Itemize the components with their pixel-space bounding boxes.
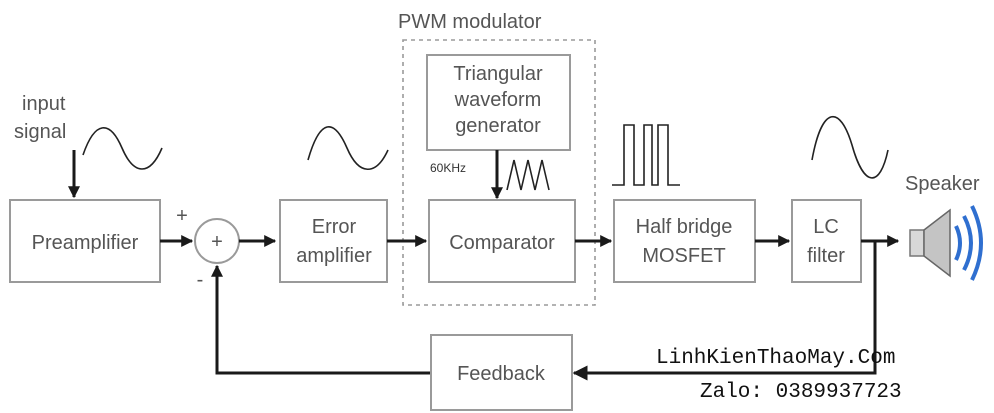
input-label-line2: signal [14,121,66,143]
feedback-to-summer-wire [211,264,431,375]
error-amplifier-label-line1: Error [312,216,357,238]
watermark-line2: Zalo: 0389937723 [700,381,902,404]
pwm-modulator-frame [402,39,596,306]
triangular-generator-block [426,54,571,151]
error-amplifier-label-line2: amplifier [296,245,372,267]
triangular-generator-label-line1: Triangular [453,63,543,85]
pwm-modulator-label: PWM modulator [398,11,542,33]
summing-junction-symbol: + [211,231,223,253]
summer-minus-sign: - [197,269,204,291]
triangle-waveform [506,159,550,191]
comparator-label: Comparator [449,232,555,254]
feedback-return-wire [572,241,877,381]
feedback-block [430,334,573,411]
watermark-line1: LinhKienThaoMay.Com [656,347,895,370]
mosfet-label-line1: Half bridge [636,216,733,238]
frequency-label: 60KHz [430,161,466,175]
error-amp-waveform [307,126,389,170]
comparator-block [428,199,576,283]
mosfet-label-line2: MOSFET [642,245,725,267]
input-label-line1: input [22,93,66,115]
mosfet-block [613,199,756,283]
triangular-generator-label-line2: waveform [454,89,542,111]
pwm-pulse-waveform [612,124,680,186]
lc-filter-label-line1: LC [813,216,839,238]
speaker-label: Speaker [905,173,980,195]
preamplifier-label: Preamplifier [32,232,139,254]
input-waveform [82,127,163,170]
output-sine-waveform [811,115,889,179]
lc-filter-label-line2: filter [807,245,845,267]
feedback-label: Feedback [457,363,546,385]
summer-plus-sign: + [176,205,188,227]
lc-filter-block [791,199,862,283]
triangular-generator-label-line3: generator [455,115,541,137]
speaker-icon [909,205,983,281]
error-amplifier-block [279,199,388,283]
